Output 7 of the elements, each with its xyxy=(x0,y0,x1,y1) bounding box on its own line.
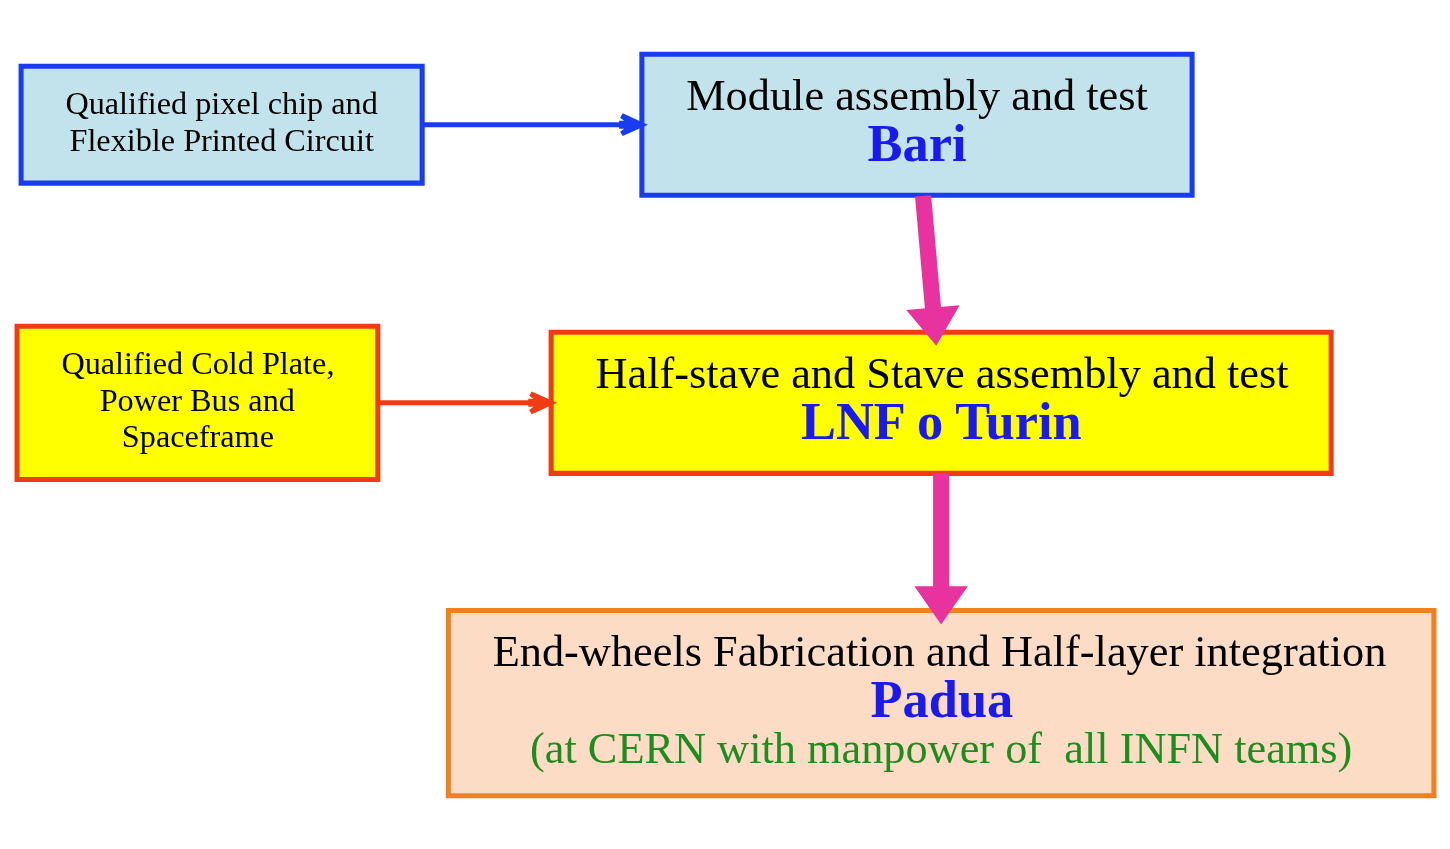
node-box: Qualified Cold Plate, Power Bus and Spaceframe xyxy=(14,323,380,482)
arrow xyxy=(913,473,968,624)
node-box: Qualified pixel chip and Flexible Printed Circuit xyxy=(18,63,425,186)
node-box: Module assembly and test Bari xyxy=(638,51,1195,198)
node-box: End-wheels Fabrication and Half-layer integration Padua (at CERN with manpower of all INFN teams) xyxy=(445,607,1436,798)
arrow xyxy=(905,194,960,346)
node-box: Half-stave and Stave assembly and test LNF o Turin xyxy=(548,329,1334,476)
